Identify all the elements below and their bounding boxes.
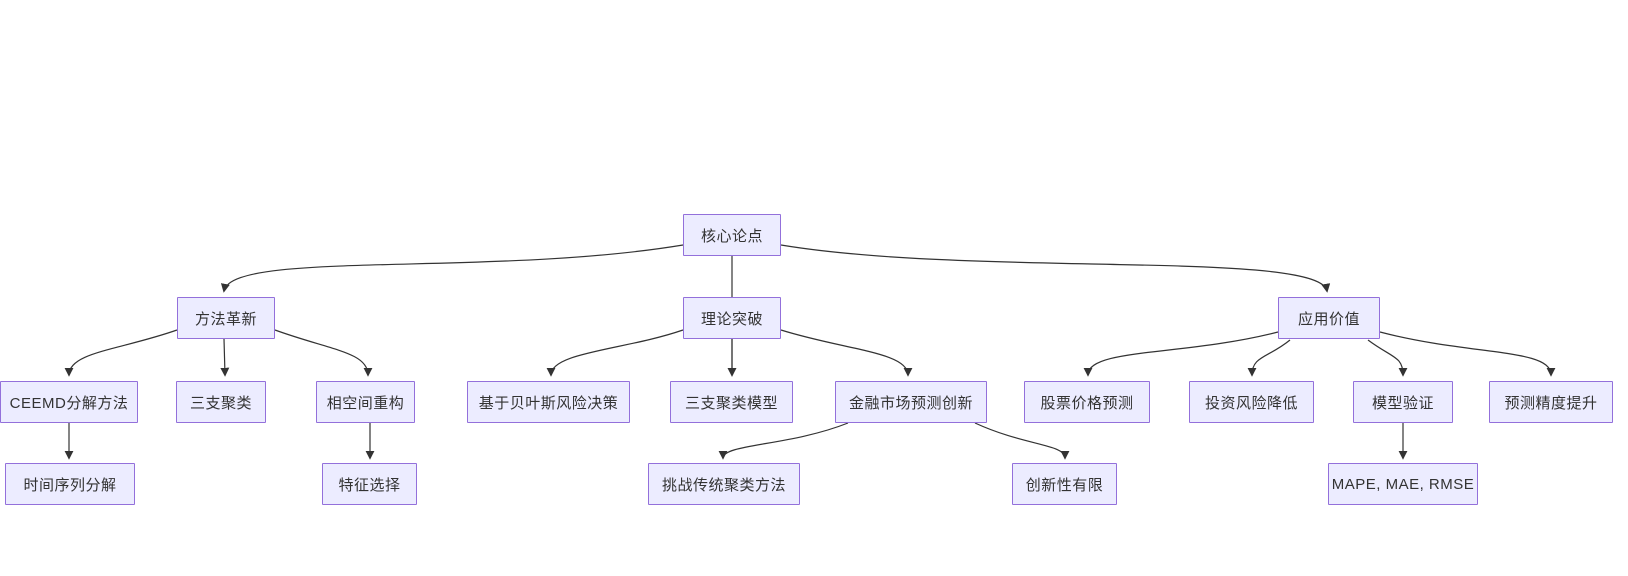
- edge-application-to-investmentrisk: [1247, 339, 1291, 377]
- edge-method-to-threeway: [220, 338, 230, 377]
- node-label: MAPE, MAE, RMSE: [1331, 475, 1475, 493]
- node-label: 相空间重构: [326, 394, 405, 412]
- edge-theory-to-financialmarket: [780, 329, 913, 377]
- node-theory-breakthrough: 理论突破: [683, 297, 781, 339]
- node-financial-market-forecast-innovation: 金融市场预测创新: [835, 381, 987, 423]
- edge-financialmarket-to-limitedinnovation: [974, 422, 1070, 460]
- edge-application-to-modelvalidation: [1367, 339, 1408, 377]
- node-application-value: 应用价值: [1278, 297, 1380, 339]
- node-core-thesis: 核心论点: [683, 214, 781, 256]
- node-time-series-decomposition: 时间序列分解: [5, 463, 135, 505]
- edge-method-to-phasespace: [274, 329, 373, 377]
- node-investment-risk-reduction: 投资风险降低: [1189, 381, 1314, 423]
- node-label: 时间序列分解: [23, 476, 117, 494]
- node-error-metrics: MAPE, MAE, RMSE: [1328, 463, 1478, 505]
- edge-core-to-method: [221, 244, 684, 293]
- node-stock-price-prediction: 股票价格预测: [1024, 381, 1150, 423]
- node-limited-innovation: 创新性有限: [1012, 463, 1117, 505]
- node-feature-selection: 特征选择: [322, 463, 417, 505]
- node-three-way-clustering-model: 三支聚类模型: [670, 381, 793, 423]
- node-label: 三支聚类: [189, 394, 252, 412]
- node-label: 投资风险降低: [1204, 394, 1298, 412]
- node-label: 模型验证: [1371, 394, 1434, 412]
- node-forecast-accuracy-improvement: 预测精度提升: [1489, 381, 1613, 423]
- node-label: 基于贝叶斯风险决策: [478, 394, 619, 412]
- node-label: 特征选择: [338, 476, 401, 494]
- edge-method-to-ceemd: [64, 329, 178, 377]
- node-model-validation: 模型验证: [1353, 381, 1453, 423]
- node-label: 创新性有限: [1025, 476, 1104, 494]
- node-phase-space-reconstruction: 相空间重构: [316, 381, 415, 423]
- node-label: 应用价值: [1297, 310, 1360, 328]
- edge-application-to-stockprice: [1083, 331, 1279, 377]
- node-ceemd-decomposition: CEEMD分解方法: [0, 381, 138, 423]
- node-label: CEEMD分解方法: [9, 394, 129, 412]
- node-label: 核心论点: [700, 227, 763, 245]
- edge-theory-to-bayesian: [546, 329, 684, 377]
- node-label: 挑战传统聚类方法: [661, 476, 786, 494]
- edge-application-to-accuracy: [1379, 331, 1556, 377]
- node-bayesian-risk-decision: 基于贝叶斯风险决策: [467, 381, 630, 423]
- node-label: 股票价格预测: [1040, 394, 1134, 412]
- node-method-innovation: 方法革新: [177, 297, 275, 339]
- node-label: 方法革新: [194, 310, 257, 328]
- node-label: 理论突破: [700, 310, 763, 328]
- node-three-way-clustering: 三支聚类: [176, 381, 266, 423]
- node-label: 预测精度提升: [1504, 394, 1598, 412]
- edge-core-to-application: [780, 244, 1331, 293]
- node-challenge-traditional-clustering: 挑战传统聚类方法: [648, 463, 800, 505]
- edge-financialmarket-to-challenge: [718, 422, 849, 460]
- node-label: 三支聚类模型: [684, 394, 778, 412]
- node-label: 金融市场预测创新: [848, 394, 973, 412]
